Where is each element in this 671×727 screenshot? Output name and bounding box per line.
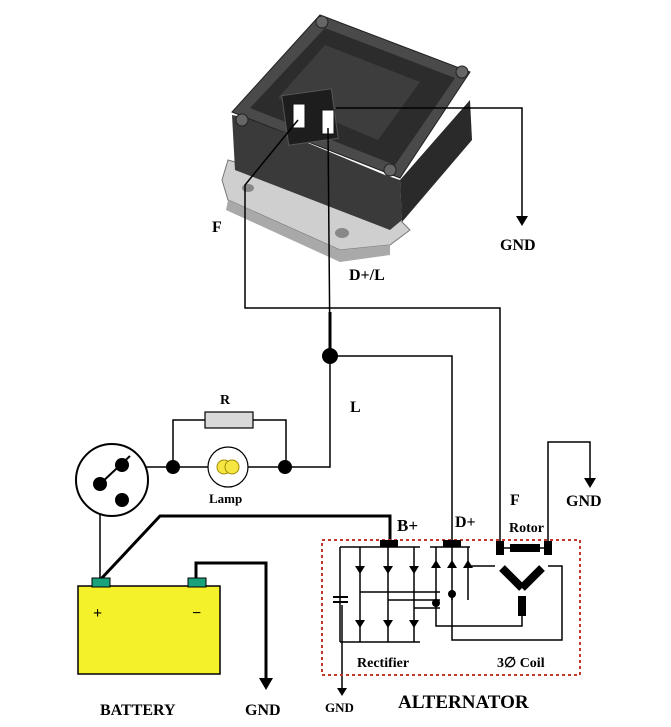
battery-terminal-positive bbox=[91, 577, 111, 588]
mount-hole-right bbox=[335, 228, 349, 238]
battery-terminal-negative bbox=[187, 577, 207, 588]
label-lamp: Lamp bbox=[209, 491, 242, 506]
gnd-arrow-battery bbox=[259, 678, 273, 690]
terminal-b-plus bbox=[380, 540, 398, 547]
label-alternator: ALTERNATOR bbox=[398, 692, 529, 713]
label-f-alternator: F bbox=[510, 492, 520, 509]
alternator bbox=[321, 539, 581, 676]
label-resistor: R bbox=[220, 393, 231, 408]
three-phase-coil bbox=[435, 565, 563, 641]
junction-dot bbox=[322, 348, 338, 364]
lamp-symbol bbox=[207, 446, 249, 488]
terminal-d-plus bbox=[443, 540, 461, 547]
junction-dot bbox=[166, 460, 180, 474]
rotor-winding bbox=[496, 541, 552, 555]
junction-dot bbox=[278, 460, 292, 474]
rectifier-bridge bbox=[333, 546, 440, 643]
exciter-diodes bbox=[430, 546, 473, 607]
label-gnd-regulator: GND bbox=[500, 237, 536, 254]
label-gnd-battery: GND bbox=[245, 702, 281, 719]
label-gnd-rotor: GND bbox=[566, 493, 602, 510]
voltage-regulator bbox=[221, 14, 472, 262]
label-battery: BATTERY bbox=[100, 702, 176, 719]
label-gnd-alternator: GND bbox=[325, 700, 354, 715]
label-d-plus-l: D+/L bbox=[349, 267, 385, 284]
ignition-switch bbox=[75, 443, 149, 517]
battery-plus-sign: + bbox=[93, 605, 102, 622]
battery: + − bbox=[77, 577, 221, 675]
battery-minus-sign: − bbox=[192, 605, 201, 622]
label-l: L bbox=[350, 399, 361, 416]
resistor bbox=[204, 411, 254, 429]
gnd-arrow-alternator bbox=[337, 688, 347, 696]
gnd-arrow-regulator bbox=[516, 216, 528, 226]
mount-hole-left bbox=[242, 184, 254, 192]
label-rotor: Rotor bbox=[509, 521, 544, 536]
label-d-plus: D+ bbox=[455, 514, 476, 531]
label-f-regulator: F bbox=[212, 219, 222, 236]
gnd-arrow-rotor bbox=[584, 478, 596, 488]
label-rectifier: Rectifier bbox=[357, 656, 409, 671]
label-b-plus: B+ bbox=[397, 516, 418, 535]
label-coil: 3∅ Coil bbox=[497, 656, 545, 671]
wires bbox=[98, 107, 596, 696]
